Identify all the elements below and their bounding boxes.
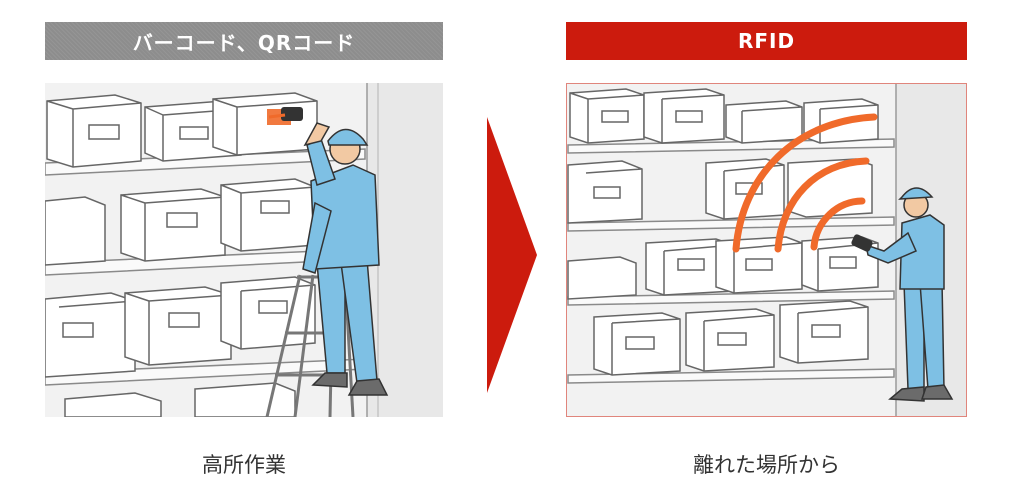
barcode-illustration	[45, 83, 443, 417]
handheld-scanner-icon	[281, 107, 303, 121]
rfid-reader-icon	[851, 234, 873, 252]
rfid-header: RFID	[566, 22, 967, 60]
caption-high-place-work: 高所作業	[202, 453, 286, 477]
barcode-qr-header-label: バーコード、QRコード	[132, 30, 356, 55]
right-triangle-arrow-icon	[487, 117, 537, 393]
caption-from-distance: 離れた場所から	[693, 453, 840, 477]
rfid-signal-waves-icon	[732, 113, 878, 253]
warehouse-rfid-scene	[566, 83, 967, 417]
warehouse-ladder-scene	[45, 83, 443, 417]
rfid-illustration	[566, 83, 967, 417]
rfid-header-label: RFID	[737, 29, 796, 53]
barcode-qr-header: バーコード、QRコード	[45, 22, 443, 60]
